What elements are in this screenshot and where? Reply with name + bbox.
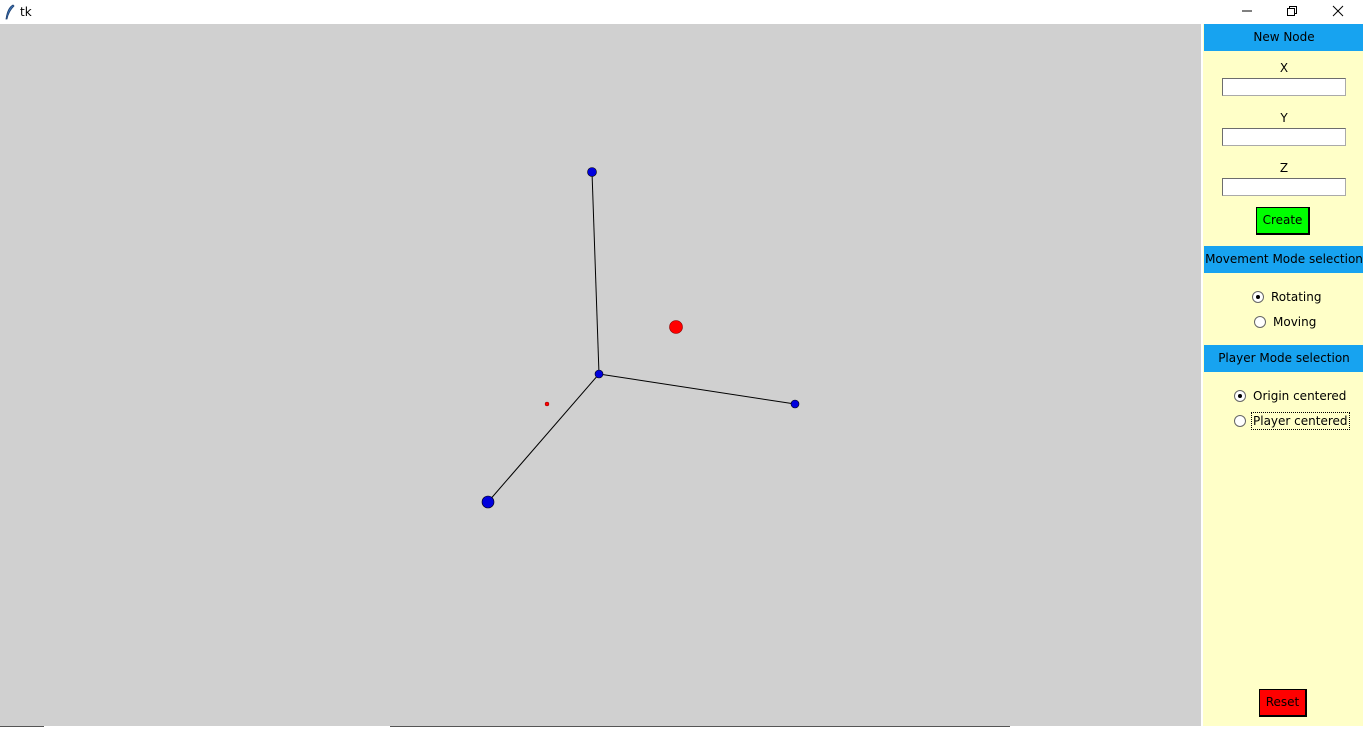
restore-icon [1287,6,1297,16]
radio-player-centered-indicator[interactable] [1234,415,1246,427]
y-input[interactable] [1222,128,1346,146]
scene-svg[interactable] [0,24,1201,726]
divider [390,726,1010,727]
minimize-button[interactable] [1224,0,1270,22]
title-bar: tk [0,0,1363,24]
radio-moving-label: Moving [1273,315,1317,329]
control-panel: New Node X Y Z Create Movement Mode sele… [1201,24,1363,726]
radio-moving-indicator[interactable] [1254,316,1266,328]
node-red-small[interactable] [544,401,550,407]
create-button[interactable]: Create [1256,207,1310,235]
reset-button[interactable]: Reset [1259,689,1307,717]
node-red-large[interactable] [669,320,683,334]
node-top[interactable] [587,167,597,177]
x-input[interactable] [1222,78,1346,96]
edge-origin-front [487,373,600,503]
player-mode-header: Player Mode selection [1204,345,1363,372]
y-label: Y [1280,111,1288,125]
movement-mode-header: Movement Mode selection [1204,246,1363,273]
divider [0,726,44,727]
edge-origin-up [591,171,600,375]
node-front[interactable] [481,495,495,509]
scene-canvas[interactable] [0,24,1201,726]
radio-player-centered[interactable]: Player centered [1234,412,1350,430]
minimize-icon [1242,10,1252,12]
node-right[interactable] [790,399,800,409]
radio-origin-centered-indicator[interactable] [1234,390,1246,402]
radio-rotating[interactable]: Rotating [1252,288,1322,306]
x-label: X [1279,61,1289,75]
radio-origin-centered[interactable]: Origin centered [1234,387,1347,405]
radio-moving[interactable]: Moving [1254,313,1317,331]
z-input[interactable] [1222,178,1346,196]
edge-origin-right [598,373,796,405]
window-title: tk [20,5,32,19]
node-origin[interactable] [594,369,604,379]
radio-origin-centered-label: Origin centered [1253,389,1347,403]
feather-icon [5,4,15,20]
new-node-header: New Node [1204,24,1363,51]
z-label: Z [1279,161,1289,175]
radio-player-centered-label: Player centered [1251,412,1350,430]
radio-rotating-indicator[interactable] [1252,291,1264,303]
close-icon [1332,5,1344,17]
restore-button[interactable] [1269,0,1315,22]
radio-rotating-label: Rotating [1271,290,1322,304]
close-button[interactable] [1315,0,1361,22]
bottom-edge [0,726,1363,729]
